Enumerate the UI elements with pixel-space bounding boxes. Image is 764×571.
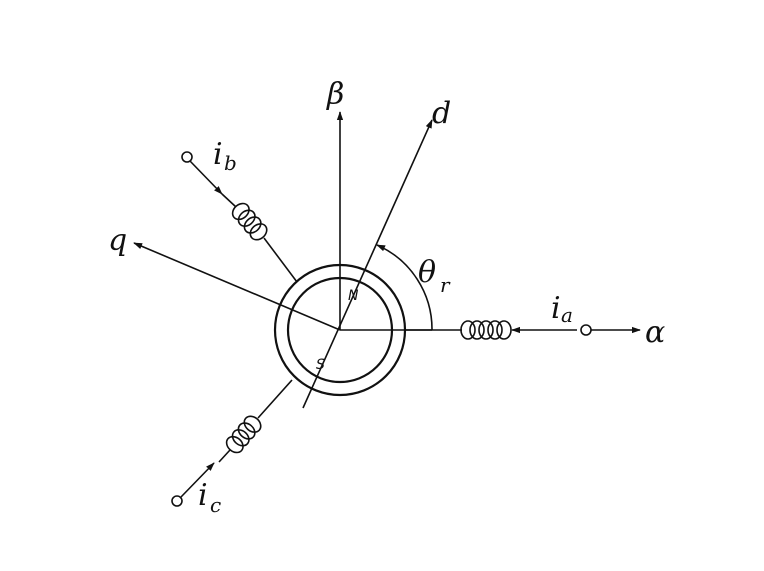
phase-c-terminal: [171, 495, 183, 507]
alpha-label: α: [645, 315, 665, 350]
ic-label: i: [198, 478, 208, 513]
phase-b-winding: [181, 151, 298, 283]
north-pole-label: N: [348, 288, 359, 304]
theta-arc: [376, 244, 433, 331]
phase-a-terminal: [580, 324, 592, 336]
theta-subscript: r: [440, 273, 451, 297]
phase-b-terminal: [181, 151, 193, 163]
d-label: d: [432, 96, 451, 131]
q-axis: [133, 242, 341, 331]
ib-subscript: b: [224, 151, 237, 175]
phase-c-winding: [171, 379, 293, 507]
q-label: q: [108, 223, 127, 258]
ib-label: i: [213, 137, 223, 172]
phase-a-winding: [405, 320, 641, 340]
d-axis: [302, 119, 433, 409]
ia-subscript: a: [561, 303, 573, 327]
phase-b-current-arrow: [189, 160, 223, 195]
beta-label: β: [326, 77, 344, 112]
south-pole-label: S: [316, 357, 325, 373]
phase-c-current-arrow: [180, 462, 215, 498]
ic-subscript: c: [210, 493, 221, 517]
phase-b-coil: [231, 202, 268, 241]
theta-label: θ: [418, 255, 436, 290]
ia-label: i: [551, 291, 561, 326]
phase-a-coil: [460, 320, 512, 340]
phase-c-coil: [225, 415, 262, 454]
